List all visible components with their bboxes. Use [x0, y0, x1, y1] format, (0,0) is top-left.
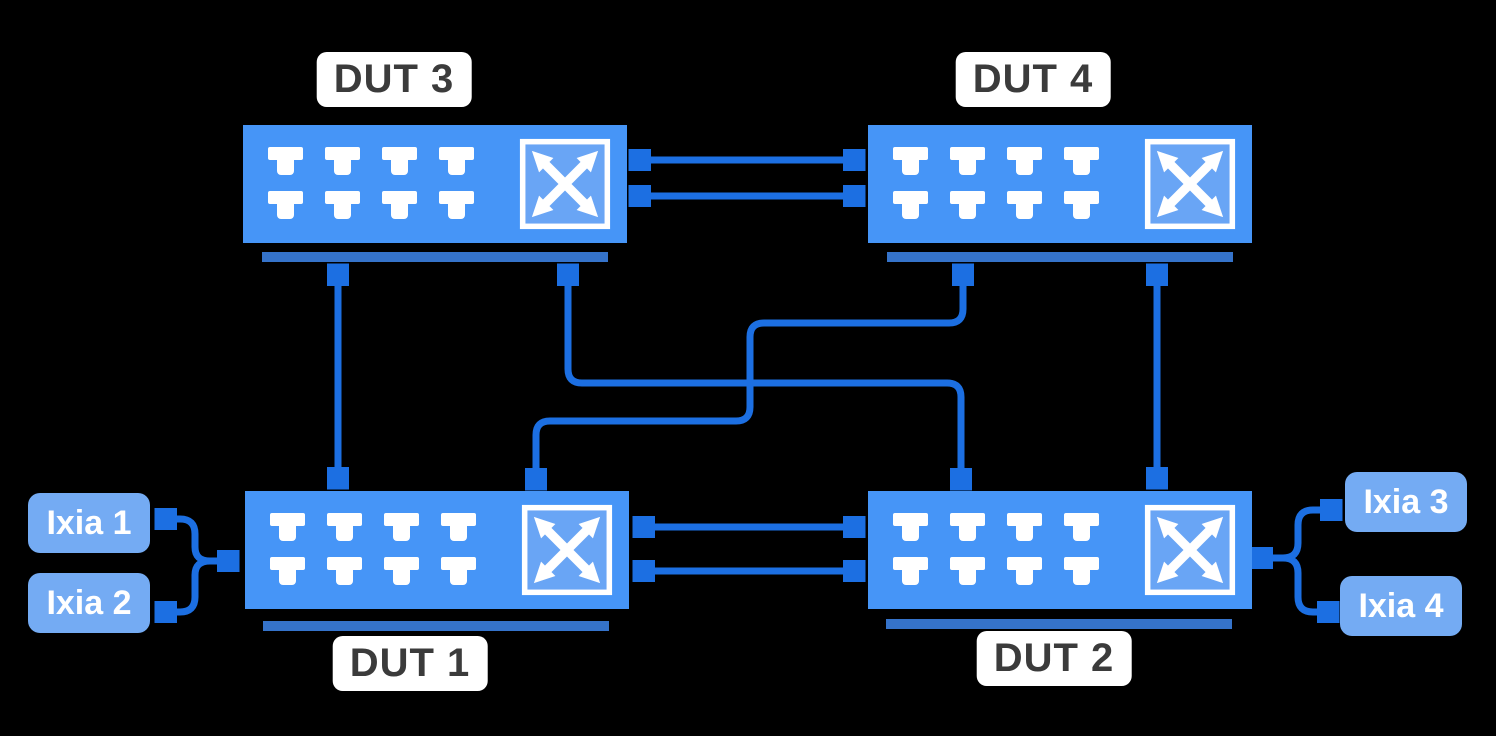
port-icon	[1064, 191, 1099, 219]
port-icon	[893, 557, 928, 585]
link-dut2-ixia4	[1282, 554, 1338, 612]
link-ixia1-dut1	[156, 519, 238, 561]
crossbar-switch-icon	[519, 138, 611, 230]
dut4-label: DUT 4	[955, 52, 1111, 107]
dut1-ports	[270, 513, 476, 585]
dut4-ports	[893, 147, 1099, 219]
port-icon	[950, 557, 985, 585]
crossbar-switch-icon	[1144, 138, 1236, 230]
switch-dut4	[868, 125, 1252, 243]
port-icon	[384, 513, 419, 541]
ixia2-label: Ixia 2	[46, 583, 132, 622]
dut1-base-bar	[263, 621, 609, 631]
dut3-ports	[268, 147, 474, 219]
link-ixia2-dut1	[156, 557, 211, 612]
link-dut4-dut1	[536, 265, 963, 489]
dut3-label-text: DUT 3	[333, 57, 455, 101]
port-icon	[384, 557, 419, 585]
port-icon	[1007, 557, 1042, 585]
switch-dut1	[245, 491, 629, 609]
dut2-label: DUT 2	[976, 631, 1132, 686]
switch-dut2	[868, 491, 1252, 609]
port-icon	[439, 191, 474, 219]
ixia3-label: Ixia 3	[1363, 482, 1449, 521]
port-icon	[1064, 513, 1099, 541]
endpoint-ixia4: Ixia 4	[1340, 576, 1462, 636]
dut2-base-bar	[886, 619, 1232, 629]
port-icon	[893, 147, 928, 175]
port-icon	[950, 513, 985, 541]
dut3-base-bar	[262, 252, 608, 262]
port-icon	[1007, 513, 1042, 541]
endpoint-ixia1: Ixia 1	[28, 493, 150, 553]
port-icon	[382, 147, 417, 175]
endpoint-ixia2: Ixia 2	[28, 573, 150, 633]
ixia1-label: Ixia 1	[46, 503, 132, 542]
crossbar-switch-icon	[521, 504, 613, 596]
dut4-label-text: DUT 4	[972, 57, 1094, 101]
port-icon	[327, 557, 362, 585]
port-icon	[439, 147, 474, 175]
port-icon	[268, 147, 303, 175]
dut2-label-text: DUT 2	[993, 636, 1115, 680]
port-icon	[950, 191, 985, 219]
crossbar-switch-icon	[1144, 504, 1236, 596]
dut4-base-bar	[887, 252, 1233, 262]
port-icon	[893, 191, 928, 219]
port-icon	[1007, 147, 1042, 175]
dut1-label: DUT 1	[332, 636, 488, 691]
port-icon	[327, 513, 362, 541]
port-icon	[1064, 147, 1099, 175]
dut2-ports	[893, 513, 1099, 585]
link-dut2-ixia3	[1252, 510, 1341, 558]
port-icon	[1064, 557, 1099, 585]
port-icon	[325, 191, 360, 219]
link-dut3-dut2	[568, 265, 961, 489]
endpoint-ixia3: Ixia 3	[1345, 472, 1467, 532]
ixia4-label: Ixia 4	[1358, 586, 1444, 625]
dut3-label: DUT 3	[316, 52, 472, 107]
port-icon	[893, 513, 928, 541]
port-icon	[325, 147, 360, 175]
port-icon	[268, 191, 303, 219]
port-icon	[1007, 191, 1042, 219]
dut1-label-text: DUT 1	[349, 641, 471, 685]
port-icon	[270, 557, 305, 585]
port-icon	[382, 191, 417, 219]
switch-dut3	[243, 125, 627, 243]
port-icon	[950, 147, 985, 175]
port-icon	[441, 513, 476, 541]
port-icon	[270, 513, 305, 541]
port-icon	[441, 557, 476, 585]
